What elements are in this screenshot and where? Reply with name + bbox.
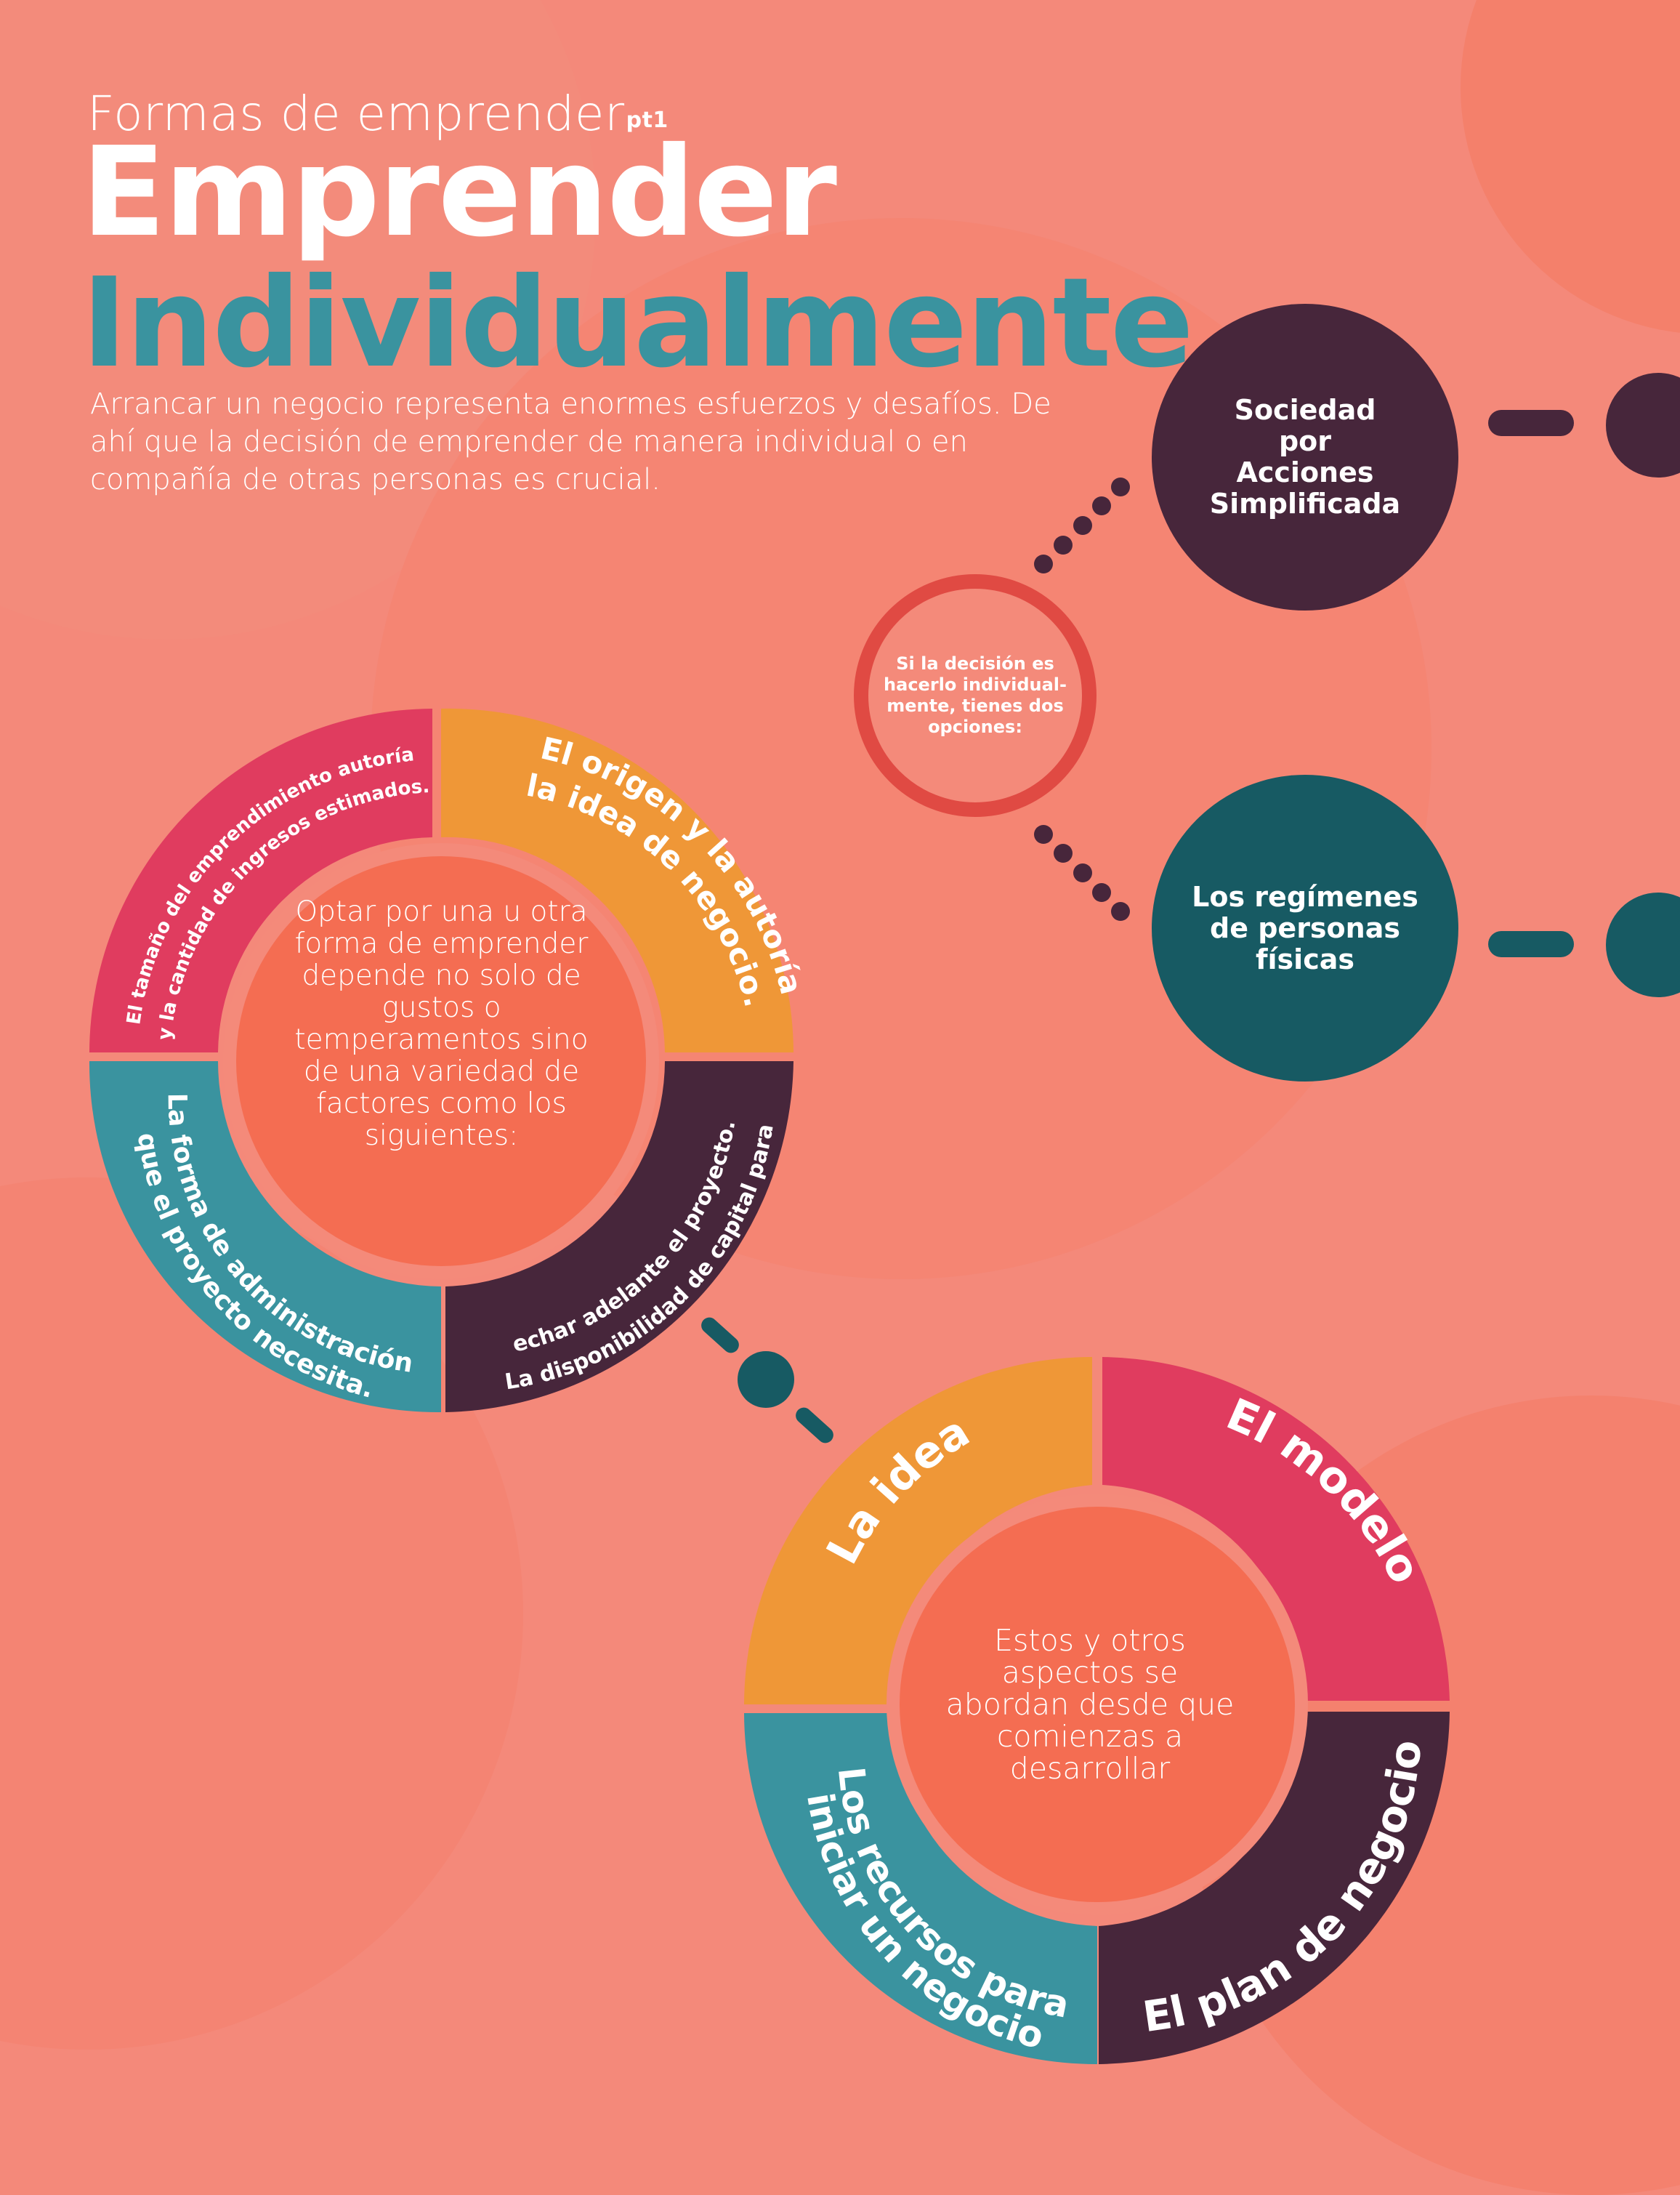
option-personas-fisicas-label: Los regímenes de personas físicas [1192, 880, 1418, 975]
page-subtitle: Individualmente [81, 251, 1194, 395]
aspect-segment-idea [744, 1357, 1092, 1704]
factors-center-text: Optar por una u otra forma de emprender … [294, 895, 589, 1152]
kicker-part-label: pt1 [626, 108, 669, 133]
aspect-segment-model [1102, 1357, 1450, 1701]
factor-segment-capital [445, 1061, 793, 1412]
factor-segment-origin [441, 708, 793, 1052]
aspects-center-text: Estos y otros aspectos se abordan desde … [945, 1623, 1235, 1786]
intro-paragraph: Arrancar un negocio representa enormes e… [90, 387, 1051, 496]
option-sas-circle: Sociedad por Acciones Simplificada [1152, 304, 1458, 611]
pill-connector-lower [1488, 931, 1574, 957]
bg-circle-top-right [1461, 0, 1680, 334]
header-kicker: Formas de emprenderpt1 [87, 86, 669, 142]
link-dot [738, 1351, 794, 1408]
kicker-text: Formas de emprender [87, 86, 625, 142]
page-title: Emprender [81, 121, 837, 265]
option-sas-label: Sociedad por Acciones Simplificada [1209, 394, 1401, 520]
aspect-segment-plan [1099, 1712, 1450, 2064]
pill-connector-upper [1488, 410, 1574, 436]
decision-circle: Si la decisión es hacerlo individual-men… [854, 574, 1097, 817]
factor-segment-administration [89, 1061, 442, 1413]
factor-segment-size [89, 709, 432, 1052]
partial-circle-lower [1606, 893, 1680, 997]
aspect-segment-resources [744, 1713, 1097, 2065]
partial-circle-upper [1606, 373, 1680, 478]
decision-text: Si la decisión es hacerlo individual-men… [884, 653, 1067, 737]
aspects-wheel: La idea El modelo El plan de negocio Los… [744, 1357, 1450, 2065]
option-personas-fisicas-circle: Los regímenes de personas físicas [1152, 775, 1458, 1082]
